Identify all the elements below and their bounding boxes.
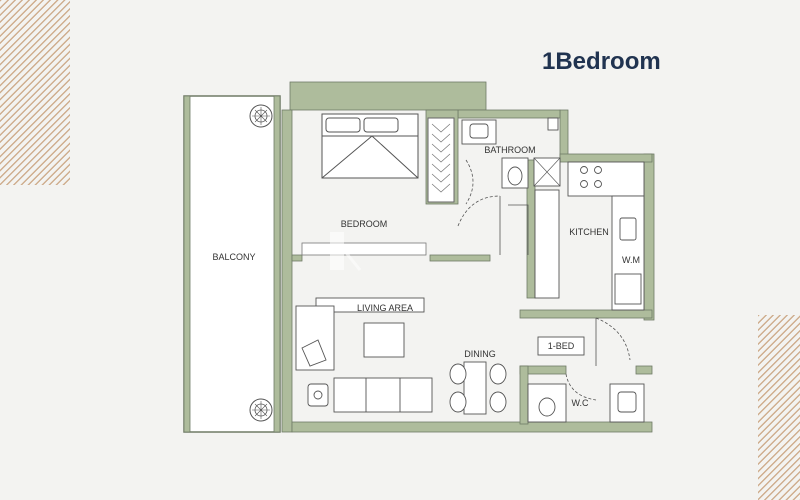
kitchen-counter (534, 161, 645, 311)
wardrobe (427, 117, 455, 203)
dining-set (449, 361, 507, 415)
label-bedroom: BEDROOM (341, 219, 388, 229)
label-wc: W.C (572, 398, 589, 408)
unit-tag (537, 336, 585, 356)
label-unit-tag: 1-BED (548, 341, 575, 351)
decorative-stripes-bottom-right (758, 315, 800, 500)
wc-fixtures (527, 383, 645, 423)
bathroom-fixtures (461, 117, 561, 189)
balcony-area (183, 95, 281, 433)
doors (457, 159, 631, 401)
plant-icon (249, 104, 273, 128)
plan-title: 1Bedroom (542, 48, 661, 75)
tv-unit (301, 242, 427, 256)
label-bathroom: BATHROOM (484, 145, 535, 155)
living-furniture (295, 297, 433, 413)
label-dining: DINING (464, 349, 496, 359)
label-living-area: LIVING AREA (357, 303, 413, 313)
label-balcony: BALCONY (212, 252, 255, 262)
label-wm: W.M (622, 255, 640, 265)
decorative-stripes-top-left (0, 0, 70, 185)
bed (321, 113, 419, 179)
label-kitchen: KITCHEN (569, 227, 609, 237)
plant-icon (249, 398, 273, 422)
watermark-logo (330, 232, 362, 271)
